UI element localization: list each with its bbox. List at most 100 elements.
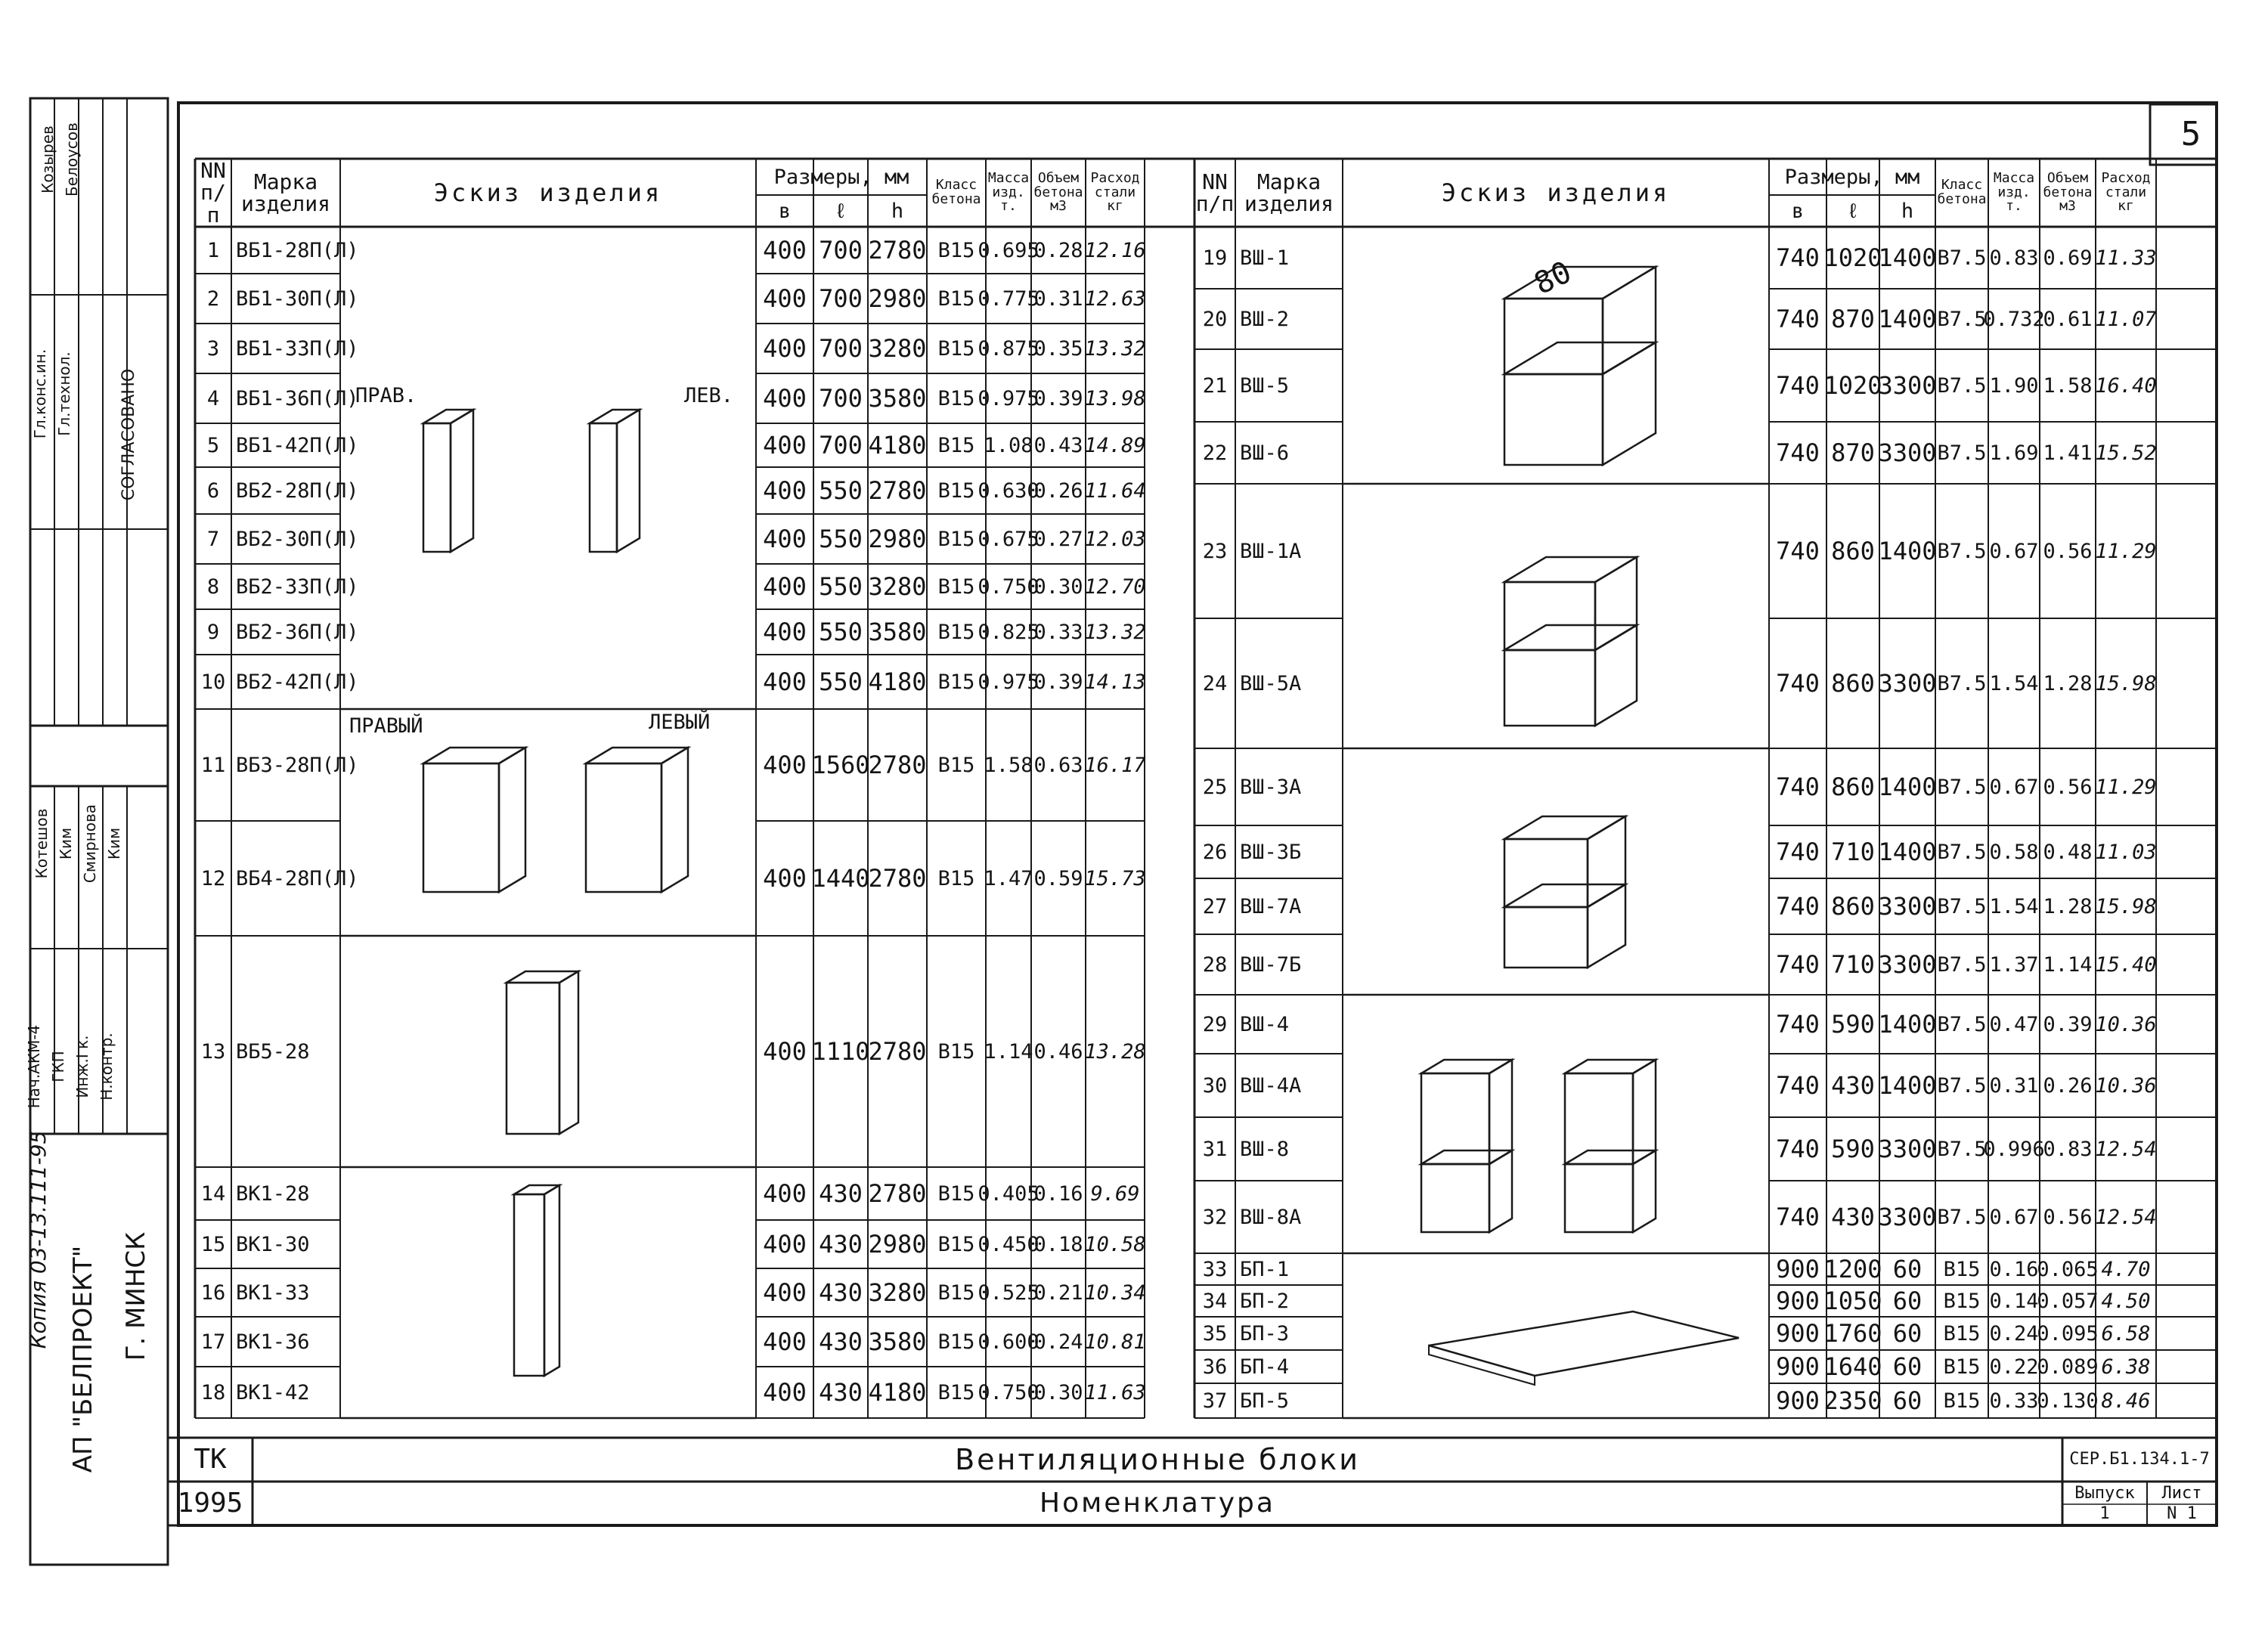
right-row-h: 1400 <box>1878 773 1937 801</box>
left-row-mass: 0.600 <box>978 1330 1040 1354</box>
left-row-steel: 12.63 <box>1084 286 1146 311</box>
right-row-volume: 0.065 <box>2037 1257 2099 1281</box>
right-row-mass: 0.47 <box>1989 1012 2039 1036</box>
left-row-b: 400 <box>763 525 807 553</box>
left-row-number: 15 <box>200 1232 226 1256</box>
stamp-handnote: Копия 03-13.111-95 <box>25 1130 51 1349</box>
right-row-steel: 8.46 <box>2101 1389 2151 1413</box>
left-row-number: 10 <box>200 670 226 694</box>
stamp-city: Г. МИНСК <box>121 1231 151 1361</box>
right-row-steel: 11.29 <box>2095 775 2157 799</box>
right-row-steel: 16.40 <box>2095 373 2157 398</box>
right-hdr-l: ℓ <box>1846 199 1860 223</box>
left-row-mass: 0.675 <box>978 527 1040 551</box>
right-hdr-mark: Марка изделия <box>1244 169 1334 216</box>
right-row-number: 35 <box>1202 1321 1228 1345</box>
left-row-l: 430 <box>819 1327 863 1356</box>
left-row-volume: 0.21 <box>1033 1280 1083 1305</box>
left-row-volume: 0.30 <box>1033 574 1083 599</box>
left-row-volume: 0.63 <box>1033 753 1083 777</box>
left-row-volume: 0.31 <box>1033 286 1083 311</box>
left-row-mass: 0.875 <box>978 336 1040 361</box>
right-row-b: 900 <box>1776 1255 1820 1284</box>
right-row-number: 30 <box>1202 1073 1228 1098</box>
sketch-label-pravyi: ПРАВЫЙ <box>349 714 423 738</box>
left-hdr-b: в <box>778 199 792 223</box>
right-row-mass: 0.58 <box>1989 840 2039 864</box>
left-row-volume: 0.30 <box>1033 1380 1083 1404</box>
right-row-number: 37 <box>1202 1389 1228 1413</box>
right-row-mass: 0.22 <box>1989 1355 2039 1379</box>
right-row-mass: 0.67 <box>1989 775 2039 799</box>
left-row-class: В15 <box>937 1232 975 1256</box>
stamp-name-1: Козырев <box>39 125 57 194</box>
right-row-steel: 10.36 <box>2095 1073 2157 1098</box>
left-row-mark: ВБ1-33П(Л) <box>236 336 359 361</box>
right-row-volume: 1.41 <box>2043 441 2093 465</box>
left-row-mark: ВБ2-36П(Л) <box>236 620 359 644</box>
stamp-role-6: Н.контр. <box>98 1033 116 1101</box>
left-row-number: 12 <box>200 866 226 890</box>
right-row-mass: 0.67 <box>1989 539 2039 563</box>
left-row-mass: 0.775 <box>978 286 1040 311</box>
left-row-mark: ВК1-30 <box>236 1232 310 1256</box>
left-row-steel: 9.69 <box>1090 1181 1140 1206</box>
right-row-steel: 11.03 <box>2095 840 2157 864</box>
left-row-mass: 0.630 <box>978 478 1040 503</box>
left-row-steel: 14.89 <box>1084 433 1146 457</box>
left-row-steel: 13.28 <box>1084 1039 1146 1064</box>
left-row-number: 1 <box>206 238 220 262</box>
left-row-mass: 1.08 <box>984 433 1033 457</box>
right-row-volume: 0.095 <box>2037 1321 2099 1345</box>
right-row-l: 870 <box>1831 438 1875 467</box>
left-row-mark: ВБ5-28 <box>236 1039 310 1064</box>
right-row-steel: 4.50 <box>2101 1289 2151 1313</box>
left-row-volume: 0.35 <box>1033 336 1083 361</box>
left-row-mass: 1.14 <box>984 1039 1033 1064</box>
left-row-class: В15 <box>937 478 975 503</box>
right-row-mark: ВШ-4А <box>1240 1073 1302 1098</box>
tk-label: ТК <box>194 1444 227 1475</box>
right-row-b: 740 <box>1776 438 1820 467</box>
right-row-steel: 6.58 <box>2101 1321 2151 1345</box>
right-row-l: 1050 <box>1823 1287 1882 1315</box>
right-row-mark: БП-5 <box>1240 1389 1290 1413</box>
right-row-b: 740 <box>1776 1203 1820 1231</box>
right-row-steel: 15.98 <box>2095 671 2157 695</box>
left-row-mass: 0.750 <box>978 574 1040 599</box>
right-row-steel: 6.38 <box>2101 1355 2151 1379</box>
right-row-volume: 0.26 <box>2043 1073 2093 1098</box>
left-row-class: В15 <box>937 1380 975 1404</box>
sheet-number: 5 <box>2180 115 2201 153</box>
right-row-h: 3300 <box>1878 1203 1937 1231</box>
left-row-volume: 0.18 <box>1033 1232 1083 1256</box>
right-row-h: 3300 <box>1878 669 1937 698</box>
left-row-mark: ВБ2-28П(Л) <box>236 478 359 503</box>
left-row-steel: 12.03 <box>1084 527 1146 551</box>
left-row-l: 430 <box>819 1230 863 1259</box>
left-row-l: 430 <box>819 1179 863 1208</box>
left-row-mark: ВБ3-28П(Л) <box>236 753 359 777</box>
left-row-steel: 16.17 <box>1084 753 1146 777</box>
right-row-mass: 0.732 <box>1983 307 2045 331</box>
right-row-b: 740 <box>1776 305 1820 333</box>
right-row-b: 740 <box>1776 892 1820 921</box>
left-row-volume: 0.39 <box>1033 670 1083 694</box>
right-row-b: 900 <box>1776 1287 1820 1315</box>
left-row-h: 3580 <box>868 384 927 413</box>
right-row-b: 900 <box>1776 1352 1820 1381</box>
left-row-b: 400 <box>763 1230 807 1259</box>
right-row-steel: 12.54 <box>2095 1205 2157 1229</box>
right-row-class: В15 <box>1943 1257 1981 1281</box>
left-row-h: 4180 <box>868 1378 927 1407</box>
left-row-class: В15 <box>937 1039 975 1064</box>
right-row-h: 60 <box>1892 1319 1923 1348</box>
left-row-volume: 0.16 <box>1033 1181 1083 1206</box>
right-row-number: 20 <box>1202 307 1228 331</box>
right-row-class: В15 <box>1943 1321 1981 1345</box>
left-row-h: 2780 <box>868 236 927 265</box>
right-row-mark: ВШ-3Б <box>1240 840 1302 864</box>
right-row-class: В7.5 <box>1937 671 1987 695</box>
left-row-number: 2 <box>206 286 220 311</box>
right-row-mark: ВШ-6 <box>1240 441 1290 465</box>
